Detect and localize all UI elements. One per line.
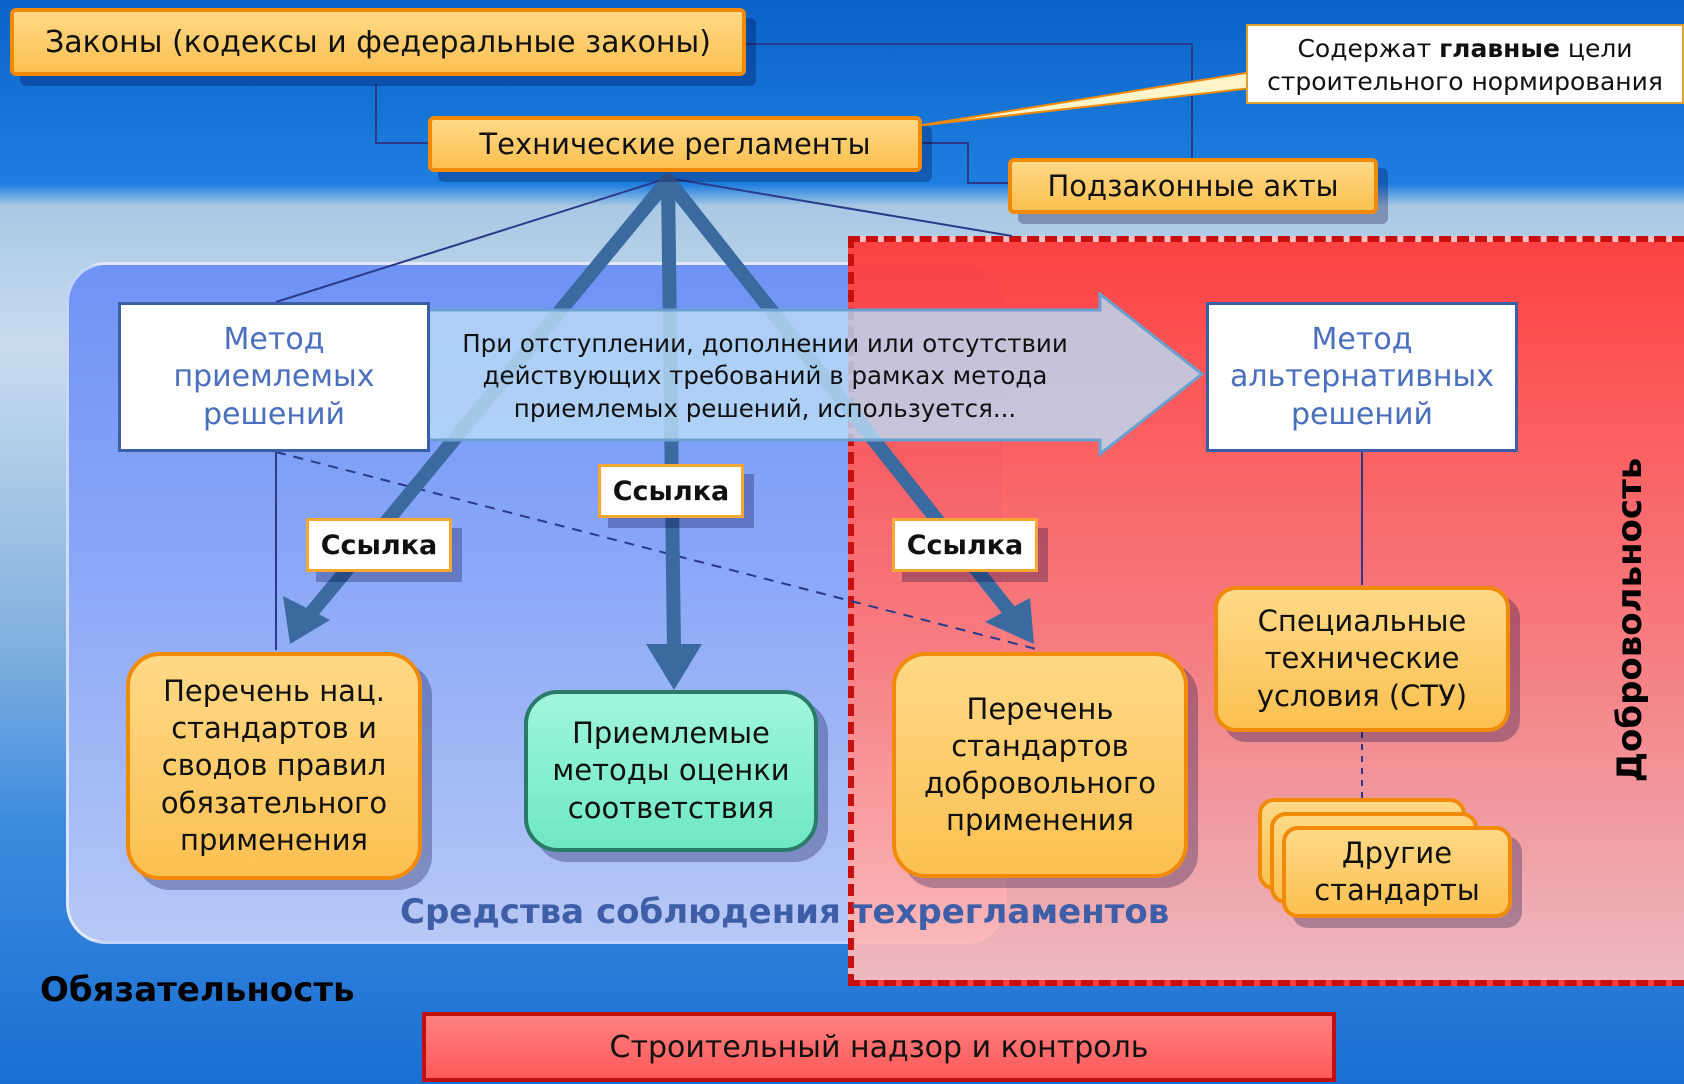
callout-line-1: Содержат главные цели [1297,34,1633,63]
mandatory-label: Обязательность [40,970,355,1010]
voluntary-standards-list: Перечень стандартов добровольного примен… [892,652,1188,878]
deviation-arrow-text: При отступлении, дополнении или отсутств… [462,329,1068,423]
alternative-solutions-method: Метод альтернативных решений [1206,302,1518,452]
other-standards: Другие стандарты [1282,826,1512,918]
mandatory-standards-list: Перечень нац. стандартов и сводов правил… [126,652,422,880]
voluntary-label: Добровольность [1610,457,1650,783]
reference-label-left: Ссылка [306,518,452,572]
reference-label-center: Ссылка [598,464,744,518]
compliance-means-label: Средства соблюдения техрегламентов [400,892,1170,932]
construction-supervision-box: Строительный надзор и контроль [422,1012,1336,1082]
special-technical-conditions: Специальные технические условия (СТУ) [1214,586,1510,732]
bylaws-box: Подзаконные акты [1008,158,1378,214]
reference-label-right: Ссылка [892,518,1038,572]
laws-box: Законы (кодексы и федеральные законы) [10,8,746,76]
callout-line-2: строительного нормирования [1267,66,1663,96]
goals-callout: Содержат главные цели строительного норм… [1246,24,1684,104]
conformity-assessment-methods: Приемлемые методы оценки соответствия [524,690,818,852]
tech-regulations-box: Технические регламенты [428,116,922,172]
acceptable-solutions-method: Метод приемлемых решений [118,302,430,452]
